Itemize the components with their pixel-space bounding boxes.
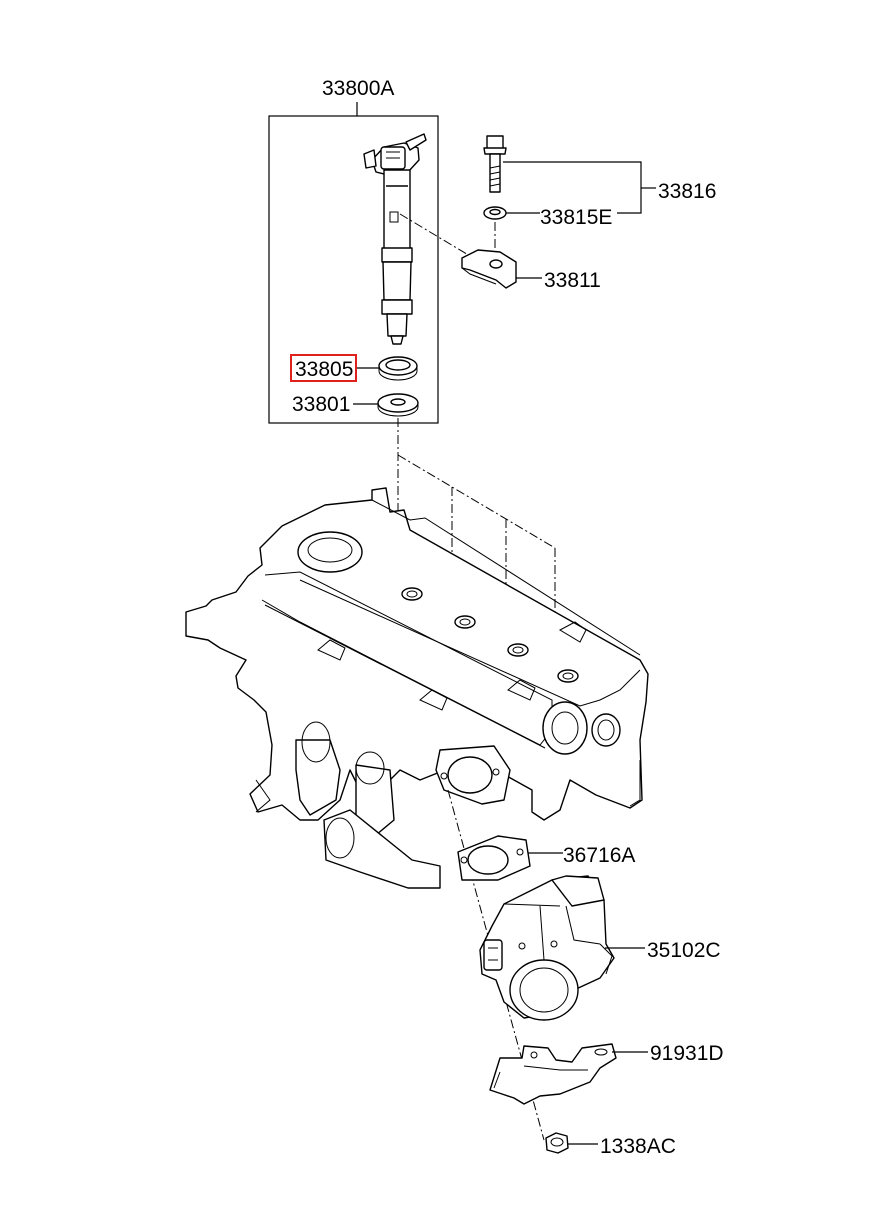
cylinder-head-icon <box>185 487 649 889</box>
nut-1338AC <box>545 1132 569 1154</box>
washer-33815E <box>483 206 507 220</box>
gasket-36716A <box>457 835 531 881</box>
bolt-33816 <box>483 135 507 193</box>
label-35102C[interactable]: 35102C <box>647 939 721 962</box>
injector-assembly-box <box>268 115 439 424</box>
label-33805[interactable]: 33805 <box>295 358 353 381</box>
bracket-91931D <box>489 1043 617 1105</box>
label-33811[interactable]: 33811 <box>544 269 601 292</box>
label-33801[interactable]: 33801 <box>292 393 350 416</box>
label-33816[interactable]: 33816 <box>658 180 716 203</box>
clamp-33811 <box>461 249 517 289</box>
fuel-injector-icon <box>363 133 427 345</box>
seal-ring-33805 <box>378 356 418 381</box>
highlight-box-33805 <box>290 354 357 382</box>
label-36716A[interactable]: 36716A <box>563 844 635 867</box>
label-33815E[interactable]: 33815E <box>540 206 612 229</box>
label-33800A[interactable]: 33800A <box>322 77 394 100</box>
throttle-body-icon <box>479 875 615 1021</box>
label-1338AC[interactable]: 1338AC <box>600 1135 676 1158</box>
injector-assembly-group: 33800A 33805 <box>268 77 439 424</box>
washer-33801 <box>377 393 419 417</box>
label-91931D[interactable]: 91931D <box>650 1042 724 1065</box>
